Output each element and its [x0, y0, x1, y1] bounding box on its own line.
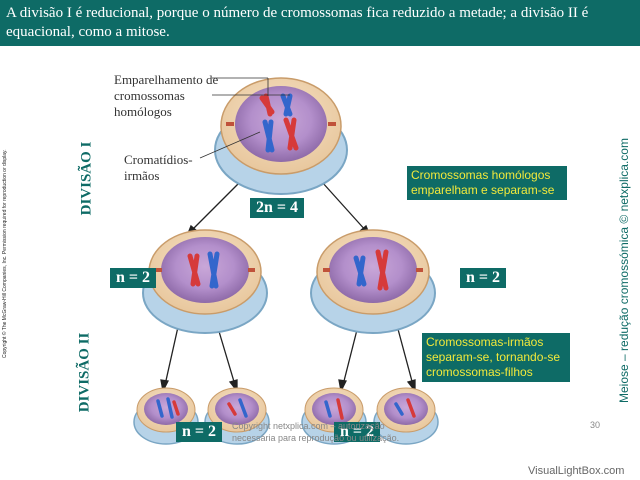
badge-bottom-right: n = 2: [334, 422, 381, 442]
header-text: A divisão I é reducional, porque o númer…: [6, 5, 589, 40]
label-cromatidios: Cromatídios-irmãos: [124, 152, 193, 183]
leader-lines: [199, 77, 290, 159]
badge-bottom-left: n = 2: [176, 422, 223, 442]
cell-top: [214, 77, 348, 195]
label-emparelhamento: Emparelhamento de cromossomas homólogos: [114, 72, 219, 119]
note-homologos: Cromossomas homólogos emparelham e separ…: [407, 166, 567, 200]
cell-bottom-1: [133, 387, 199, 445]
badge-top: 2n = 4: [250, 198, 305, 218]
badge-mid-right: n = 2: [460, 268, 507, 288]
note-irmaos: Cromossomas-irmãos separam-se, tornando-…: [422, 333, 570, 382]
slide-header: A divisão I é reducional, porque o númer…: [0, 0, 640, 46]
cell-bottom-4: [373, 387, 439, 445]
badge-mid-left: n = 2: [110, 268, 157, 288]
watermark: VisualLightBox.com: [528, 465, 625, 477]
cell-middle-left: [142, 229, 268, 334]
footer-copyright: Copyright netxplica.com – autorização ne…: [232, 421, 400, 443]
page-number: 30: [590, 420, 601, 430]
cell-middle-right: [310, 229, 436, 334]
